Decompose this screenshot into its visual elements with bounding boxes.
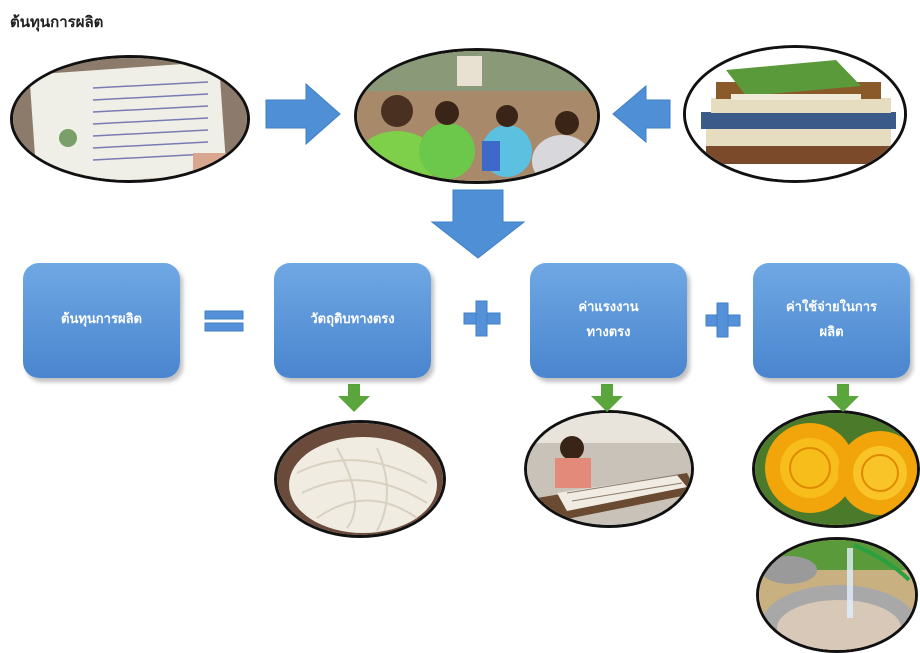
green-arrow-down-icon: [591, 384, 623, 412]
green-arrow-down-icon: [338, 384, 370, 412]
production-cost-label: ต้นทุนการผลิต: [61, 312, 142, 328]
books-photo: [683, 45, 907, 183]
meeting-photo: [354, 48, 600, 184]
direct-materials-box: วัตถุดิบทางตรง: [274, 263, 431, 378]
direct-materials-label: วัตถุดิบทางตรง: [310, 312, 395, 328]
direct-labor-label-line1: ค่าแรงงาน: [578, 299, 639, 315]
marigold-photo: [752, 410, 920, 528]
arrow-left-icon: [612, 84, 671, 144]
arrow-right-icon: [265, 82, 341, 146]
equals-icon: [204, 310, 244, 332]
arrow-down-icon: [430, 189, 526, 259]
direct-labor-label-line2: ทางตรง: [586, 324, 631, 340]
plus-icon: [463, 300, 501, 337]
production-cost-box: ต้นทุนการผลิต: [23, 263, 180, 378]
yarn-photo: [274, 420, 446, 538]
green-arrow-down-icon: [827, 384, 859, 412]
direct-labor-box: ค่าแรงงาน ทางตรง: [530, 263, 687, 378]
plus-icon: [705, 302, 741, 338]
overhead-label-line1: ค่าใช้จ่ายในการ: [785, 299, 878, 315]
document-photo: [10, 55, 250, 183]
page-title: ต้นทุนการผลิต: [10, 13, 104, 31]
overhead-label-line2: ผลิต: [819, 324, 844, 340]
overhead-box: ค่าใช้จ่ายในการ ผลิต: [753, 263, 910, 378]
